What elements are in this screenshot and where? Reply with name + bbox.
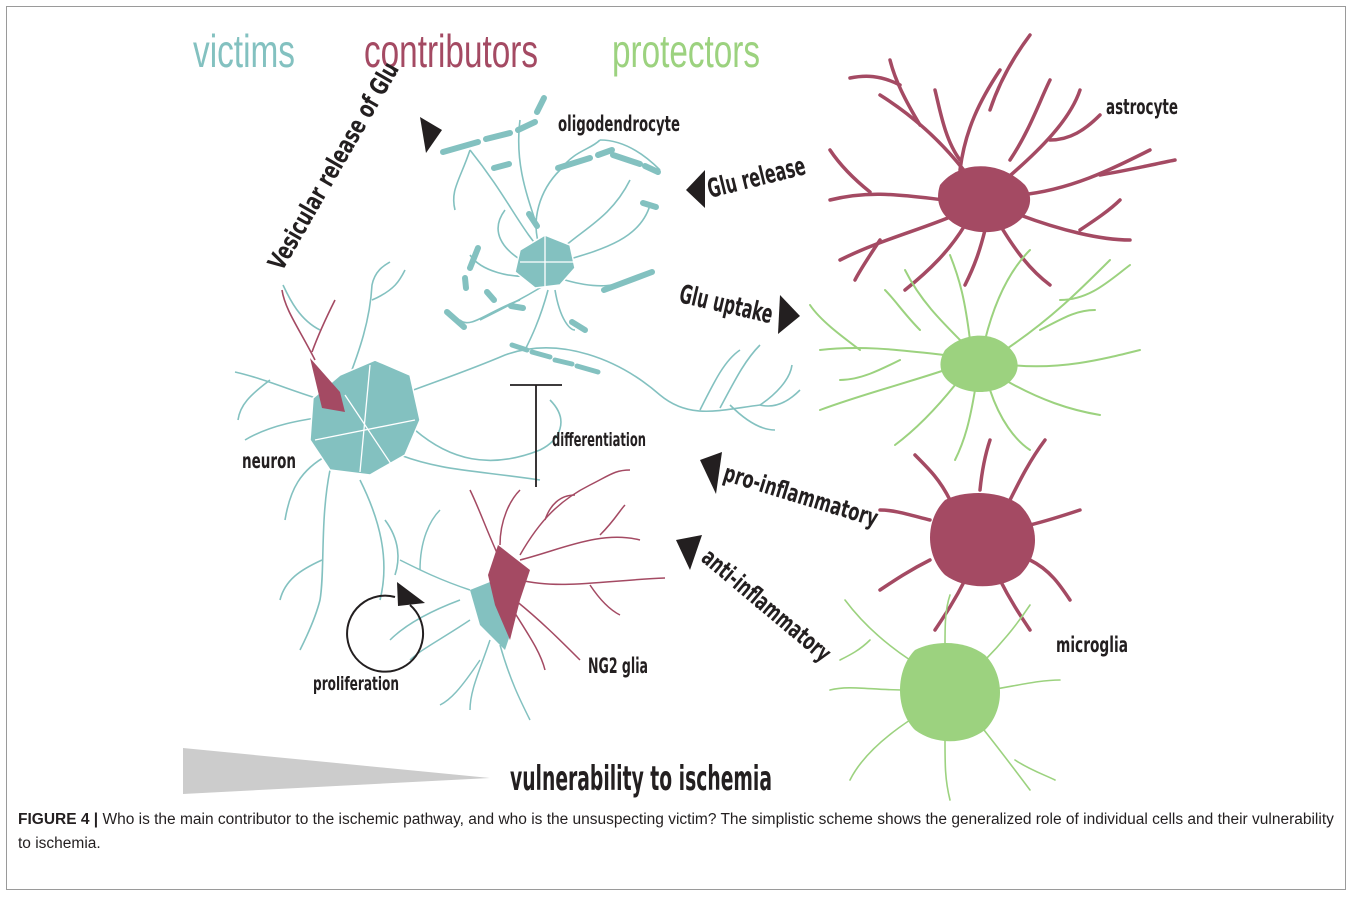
caption-separator: |: [93, 811, 99, 828]
arrow-glu-release: [686, 170, 705, 208]
astrocyte-contributor-soma: [938, 166, 1031, 233]
label-vesicular-release: Vesicular release of Glu: [262, 57, 405, 275]
caption-text: Who is the main contributor to the ische…: [18, 811, 1334, 852]
legend-victims: victims: [193, 25, 295, 77]
label-ng2-glia: NG2 glia: [588, 654, 648, 678]
microglia-contributor-soma: [930, 493, 1035, 587]
astrocyte-protector-soma: [940, 335, 1018, 392]
arrow-pro-inflammatory: [700, 452, 722, 494]
label-oligodendrocyte: oligodendrocyte: [558, 112, 680, 136]
arrow-vesicular-release: [420, 117, 442, 153]
figure-frame: [6, 6, 1346, 890]
astrocyte-protector: [809, 249, 1141, 461]
label-glu-release: Glu release: [704, 151, 808, 204]
microglia-contributor: [878, 438, 1082, 632]
label-astrocyte: astrocyte: [1106, 95, 1178, 119]
caption-figure-label: FIGURE 4: [18, 811, 90, 828]
legend: victims contributors protectors: [193, 25, 760, 77]
neuron-soma: [281, 289, 421, 476]
neuron-axon-myelin: [509, 342, 601, 375]
microglia-protector-soma: [900, 643, 1000, 742]
oligodendrocyte-soma: [514, 234, 576, 289]
label-differentiation: differentiation: [552, 429, 646, 451]
oligodendrocyte-cell: [452, 119, 661, 351]
label-microglia: microglia: [1056, 633, 1128, 657]
ng2-processes: [389, 469, 666, 721]
vulnerability-gradient: [183, 748, 490, 794]
ng2-soma: [470, 545, 530, 650]
label-neuron: neuron: [242, 449, 296, 473]
figure-caption: FIGURE 4 | Who is the main contributor t…: [18, 808, 1336, 856]
ischemia-cell-diagram: victims contributors protectors: [183, 25, 1178, 801]
label-anti-inflammatory: anti-inflammatory: [696, 543, 837, 667]
myelin-segments: [440, 95, 661, 333]
label-proliferation: proliferation: [313, 673, 399, 695]
arrow-glu-uptake: [778, 295, 800, 334]
label-pro-inflammatory: pro-inflammatory: [720, 459, 881, 533]
arrow-anti-inflammatory: [676, 535, 702, 570]
legend-contributors: contributors: [364, 25, 538, 77]
label-glu-uptake: Glu uptake: [676, 280, 775, 331]
label-vulnerability: vulnerability to ischemia: [510, 759, 772, 799]
neuron-dendrites: [234, 261, 801, 651]
astrocyte-contributor: [828, 33, 1177, 292]
legend-protectors: protectors: [612, 25, 760, 77]
proliferation-cycle-icon: [346, 582, 425, 673]
differentiation-inhibitor: [510, 384, 562, 487]
